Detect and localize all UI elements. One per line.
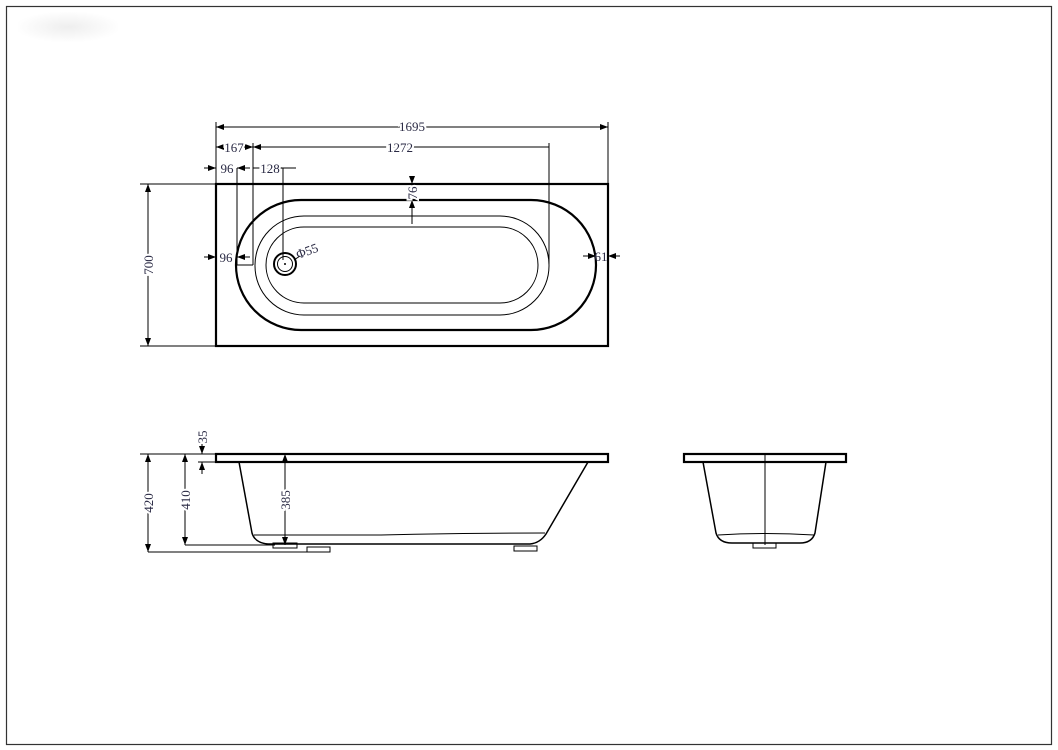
dim-inner-length: 1272 (387, 140, 413, 155)
inner-oval (265, 226, 539, 304)
middle-oval (254, 215, 550, 316)
dim-overall-height: 420 (141, 493, 156, 513)
side-rim (214, 452, 610, 464)
outer-oval (234, 198, 598, 332)
blurred-logo (18, 12, 118, 42)
dim-rim-thickness: 35 (195, 431, 210, 444)
drawing-frame (5, 5, 1053, 746)
drain-icon (273, 252, 297, 276)
dim-drain-diameter: Φ55 (294, 240, 320, 262)
dim-rim-left-offset: 96 (221, 161, 235, 176)
dim-rim-side-right: 61 (595, 249, 608, 264)
dim-rim-top: 76 (405, 186, 420, 200)
end-view (682, 452, 848, 549)
dim-body-height: 410 (178, 490, 193, 510)
dim-overall-width: 700 (141, 255, 156, 275)
side-foot (306, 546, 331, 553)
dim-drain-offset: 128 (260, 161, 280, 176)
side-view: 420 410 385 35 (139, 431, 610, 553)
side-foot (513, 545, 538, 552)
end-foot (752, 542, 777, 549)
side-body (238, 461, 589, 545)
plan-view: 1695 167 1272 96 128 76 96 61 Φ55 (139, 117, 620, 348)
dim-overall-length: 1695 (399, 119, 425, 134)
dim-rim-to-inner: 167 (224, 140, 244, 155)
dim-inner-depth: 385 (278, 490, 293, 510)
dim-rim-side-left: 96 (220, 250, 234, 265)
